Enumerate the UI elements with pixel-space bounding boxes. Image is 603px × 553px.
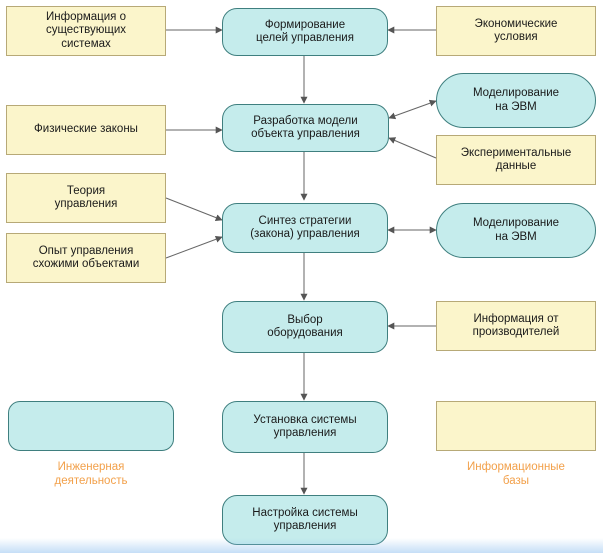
node-label: Установка системы управления [253, 413, 357, 439]
node-experimental-data: Экспериментальные данные [436, 135, 596, 185]
node-similar-objects-experience: Опыт управления схожими объектами [6, 233, 166, 283]
node-system-tuning: Настройка системы управления [222, 495, 388, 545]
node-computer-modeling-1: Моделирование на ЭВМ [436, 73, 596, 128]
node-economic-conditions: Экономические условия [436, 6, 596, 56]
legend-swatch-information [436, 401, 596, 451]
node-label: Информация от производителей [472, 312, 560, 338]
node-label: Физические законы [34, 123, 138, 136]
arrow-theory-to-synthesis [165, 197, 223, 221]
node-control-theory: Теория управления [6, 173, 166, 223]
node-label: Формирование целей управления [256, 18, 354, 44]
node-label: Синтез стратегии (закона) управления [250, 214, 360, 240]
node-label: Экономические условия [474, 17, 558, 43]
node-label: Моделирование на ЭВМ [472, 87, 560, 113]
arrow-model-computer-bidirectional [388, 99, 437, 120]
legend-label-engineering: Инженерная деятельность [54, 461, 128, 488]
node-info-existing-systems: Информация о существующих системах [6, 6, 166, 56]
node-label: Информация о существующих системах [45, 11, 127, 50]
legend-label-information: Информационные базы [467, 461, 565, 488]
node-label: Выбор оборудования [267, 313, 343, 339]
node-physical-laws: Физические законы [6, 105, 166, 155]
node-equipment-selection: Выбор оборудования [222, 301, 388, 353]
node-strategy-synthesis: Синтез стратегии (закона) управления [222, 203, 388, 253]
arrow-experience-to-synthesis [165, 235, 223, 259]
node-label: Настройка системы управления [252, 506, 358, 532]
legend-swatch-engineering [8, 401, 174, 451]
bottom-shadow [0, 538, 603, 553]
node-computer-modeling-2: Моделирование на ЭВМ [436, 203, 596, 258]
node-model-development: Разработка модели объекта управления [222, 104, 389, 152]
node-label: Опыт управления схожими объектами [32, 244, 140, 270]
node-label: Теория управления [54, 184, 118, 210]
node-system-installation: Установка системы управления [222, 401, 388, 453]
arrow-experimental-to-model [388, 137, 437, 159]
node-label: Экспериментальные данные [460, 146, 572, 172]
node-forming-goals: Формирование целей управления [222, 8, 388, 56]
node-manufacturer-info: Информация от производителей [436, 301, 596, 351]
node-label: Моделирование на ЭВМ [472, 217, 560, 243]
node-label: Разработка модели объекта управления [251, 114, 360, 140]
